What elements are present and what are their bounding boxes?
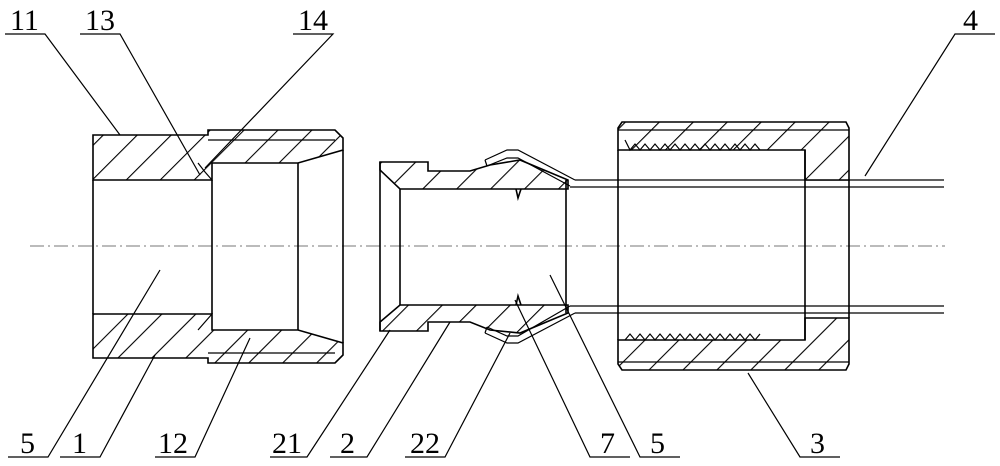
part-1-lower-wall <box>93 314 343 363</box>
part-2-lower-wall <box>380 305 568 333</box>
label-5-right: 5 <box>650 427 665 460</box>
label-3: 3 <box>810 427 825 460</box>
label-4: 4 <box>963 4 978 37</box>
thread-lower <box>625 334 760 340</box>
label-7: 7 <box>600 427 615 460</box>
label-1: 1 <box>72 427 87 460</box>
label-14: 14 <box>298 4 328 37</box>
label-13: 13 <box>85 4 115 37</box>
label-5-left: 5 <box>20 427 35 460</box>
label-12: 12 <box>158 427 188 460</box>
label-22: 22 <box>410 427 440 460</box>
label-11: 11 <box>10 4 39 37</box>
part-3-upper-wall <box>618 122 849 180</box>
label-2: 2 <box>340 427 355 460</box>
label-21: 21 <box>272 427 302 460</box>
part-7-barb-upper <box>516 189 521 198</box>
part-2-upper-wall <box>380 160 568 189</box>
